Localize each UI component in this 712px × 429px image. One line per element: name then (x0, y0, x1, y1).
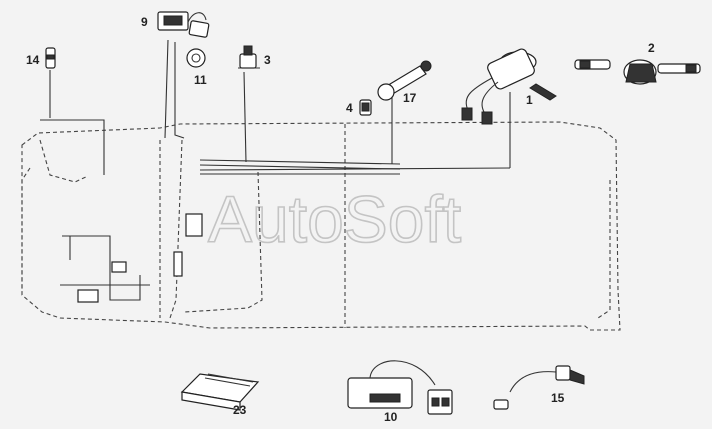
dashboard-harness-detail (62, 213, 203, 303)
combination-switch-part (574, 59, 701, 85)
bulb-socket-part (186, 48, 206, 68)
callout-labels: 1 2 3 4 9 10 11 14 15 17 23 (26, 15, 655, 424)
control-unit-part (180, 373, 260, 411)
ignition-switch-part (461, 48, 557, 125)
callout-1: 1 (526, 93, 533, 107)
callout-10: 10 (384, 410, 398, 424)
small-switch-part (359, 99, 372, 116)
connector-lead-part (347, 360, 453, 415)
callout-15: 15 (551, 391, 565, 405)
callout-3: 3 (264, 53, 271, 67)
callout-4: 4 (346, 101, 353, 115)
vehicle-body-outline (21, 121, 621, 331)
wiring-harness (40, 39, 511, 286)
relay-part (238, 45, 260, 69)
callout-9: 9 (141, 15, 148, 29)
callout-2: 2 (648, 41, 655, 55)
callout-23: 23 (233, 403, 247, 417)
pressure-sensor-part (493, 365, 585, 410)
callout-17: 17 (403, 91, 417, 105)
watermark-text: AutoSoft (208, 182, 461, 256)
sensor-part (45, 47, 56, 69)
callout-14: 14 (26, 53, 40, 67)
callout-11: 11 (194, 73, 207, 87)
cigarette-lighter-part (377, 60, 432, 101)
connector-unit-part (157, 11, 210, 38)
